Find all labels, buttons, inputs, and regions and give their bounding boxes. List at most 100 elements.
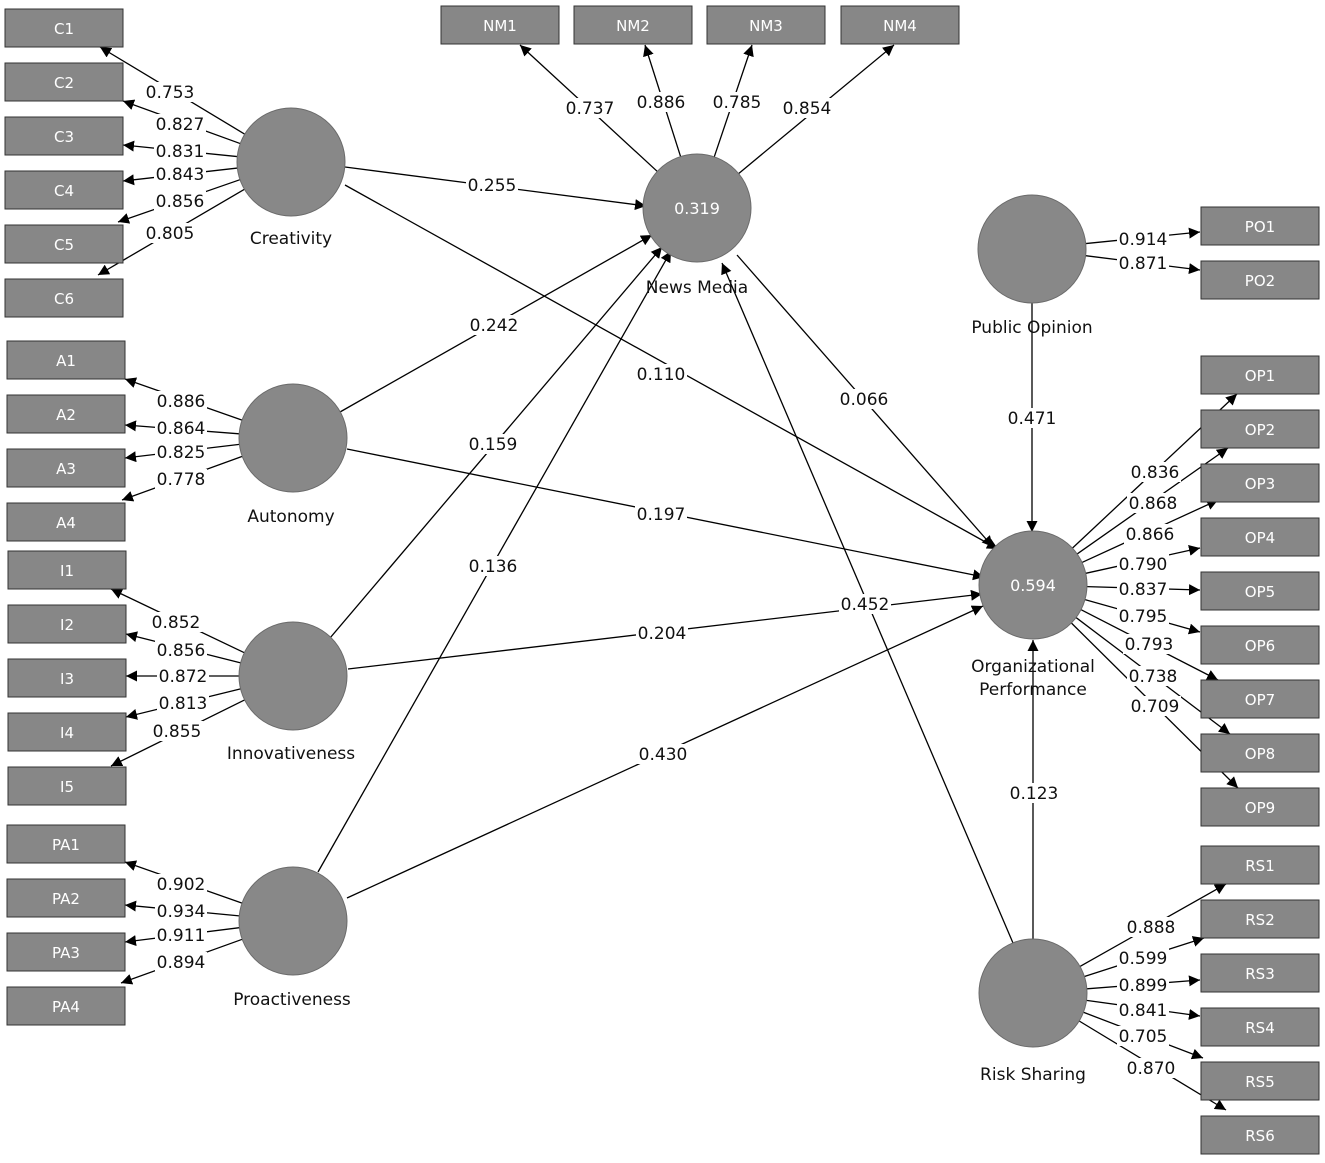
indicator-box-pa1[interactable] (6, 824, 126, 864)
path-coef-autonomy-to-org_performance-bg (635, 504, 687, 524)
construct-name-org-performance-line1: Organizational (971, 657, 1095, 677)
indicator-label-pa2: PA2 (52, 890, 80, 908)
indicator-label-i2: I2 (60, 616, 74, 634)
indicator-label-op5: OP5 (1245, 583, 1275, 601)
indicator-box-op3[interactable] (1200, 463, 1320, 503)
indicator-box-pa4[interactable] (6, 986, 126, 1026)
indicator-box-nm2[interactable] (573, 5, 693, 45)
indicator-box-i4[interactable] (7, 712, 127, 752)
loading-value-c5-bg (154, 191, 206, 211)
indicator-box-op5[interactable] (1200, 571, 1320, 611)
indicator-label-op7: OP7 (1245, 691, 1275, 709)
indicator-box-a1[interactable] (6, 340, 126, 380)
construct-name-proactiveness: Proactiveness (233, 990, 351, 1010)
indicator-box-c6[interactable] (4, 278, 124, 318)
path-coef-innovativeness-to-news_media: 0.159 (469, 435, 518, 455)
indicator-box-op6[interactable] (1200, 625, 1320, 665)
indicator-label-pa3: PA3 (52, 944, 80, 962)
construct-proactiveness[interactable] (238, 866, 348, 976)
loading-value-c6: 0.805 (146, 224, 195, 244)
loading-value-op2-bg (1127, 493, 1179, 513)
indicator-box-op9[interactable] (1200, 787, 1320, 827)
indicator-box-a4[interactable] (6, 502, 126, 542)
loading-value-op1: 0.836 (1131, 463, 1180, 483)
indicator-box-op7[interactable] (1200, 679, 1320, 719)
loading-value-pa3-bg (155, 925, 207, 945)
indicator-box-rs4[interactable] (1200, 1007, 1320, 1047)
path-coef-creativity-to-org_performance-bg (635, 364, 687, 384)
construct-news-media[interactable] (642, 153, 752, 263)
indicator-box-i3[interactable] (7, 658, 127, 698)
loading-value-c2-bg (154, 114, 206, 134)
indicator-label-a1: A1 (56, 352, 76, 370)
loading-value-rs4: 0.841 (1119, 1001, 1168, 1021)
loading-value-i4: 0.813 (159, 694, 208, 714)
construct-innovativeness[interactable] (238, 621, 348, 731)
loading-value-rs4-bg (1117, 1000, 1169, 1020)
r-squared-news-media: 0.319 (674, 199, 720, 218)
indicator-box-rs2[interactable] (1200, 899, 1320, 939)
loading-value-op9: 0.709 (1131, 697, 1180, 717)
loading-value-nm1-bg (564, 98, 616, 118)
indicator-label-po2: PO2 (1245, 272, 1275, 290)
construct-creativity[interactable] (236, 107, 346, 217)
indicator-box-rs1[interactable] (1200, 845, 1320, 885)
indicator-label-op8: OP8 (1245, 745, 1275, 763)
path-coef-risk_sharing-to-news_media: 0.452 (841, 595, 890, 615)
construct-autonomy[interactable] (238, 383, 348, 493)
path-coef-risk_sharing-to-news_media-bg (839, 594, 891, 614)
indicator-box-op2[interactable] (1200, 409, 1320, 449)
loading-value-nm3-bg (711, 92, 763, 112)
loading-value-op2: 0.868 (1129, 494, 1178, 514)
indicator-box-a3[interactable] (6, 448, 126, 488)
indicator-box-po2[interactable] (1200, 260, 1320, 300)
loading-value-po1: 0.914 (1119, 230, 1168, 250)
indicator-box-pa3[interactable] (6, 932, 126, 972)
indicator-box-rs3[interactable] (1200, 953, 1320, 993)
construct-public-opinion[interactable] (977, 194, 1087, 304)
loading-value-pa4-bg (155, 952, 207, 972)
construct-name-news-media: News Media (646, 278, 748, 298)
loading-value-i5: 0.855 (153, 722, 202, 742)
indicator-box-c2[interactable] (4, 62, 124, 102)
indicator-box-a2[interactable] (6, 394, 126, 434)
indicator-box-po1[interactable] (1200, 206, 1320, 246)
indicator-box-rs6[interactable] (1200, 1115, 1320, 1155)
indicator-box-op4[interactable] (1200, 517, 1320, 557)
path-coef-autonomy-to-news_media: 0.242 (470, 316, 519, 336)
loading-value-i1-bg (150, 612, 202, 632)
loading-value-c3: 0.831 (156, 142, 205, 162)
indicator-box-rs5[interactable] (1200, 1061, 1320, 1101)
path-coef-news_media-to-org_performance-bg (838, 389, 890, 409)
loading-value-a3-bg (155, 442, 207, 462)
indicator-box-op1[interactable] (1200, 355, 1320, 395)
loading-value-op5-bg (1117, 579, 1169, 599)
loading-value-rs2: 0.599 (1119, 949, 1168, 969)
indicator-label-nm2: NM2 (616, 17, 650, 35)
indicator-box-pa2[interactable] (6, 878, 126, 918)
loading-value-i4-bg (157, 693, 209, 713)
indicator-box-c3[interactable] (4, 116, 124, 156)
indicator-box-nm4[interactable] (840, 5, 960, 45)
loading-value-a4: 0.778 (157, 470, 206, 490)
indicator-box-c1[interactable] (4, 8, 124, 48)
construct-org-performance[interactable] (978, 530, 1088, 640)
indicator-label-i3: I3 (60, 670, 74, 688)
construct-risk-sharing[interactable] (978, 938, 1088, 1048)
indicator-box-op8[interactable] (1200, 733, 1320, 773)
loading-value-i2-bg (155, 640, 207, 660)
indicator-box-c5[interactable] (4, 224, 124, 264)
indicator-label-a2: A2 (56, 406, 76, 424)
path-coef-public_opinion-to-org_performance-bg (1006, 408, 1058, 428)
loading-value-pa1: 0.902 (157, 875, 206, 895)
loading-value-po1-bg (1117, 229, 1169, 249)
indicator-box-c4[interactable] (4, 170, 124, 210)
loading-value-op7: 0.793 (1125, 635, 1174, 655)
indicator-box-nm1[interactable] (440, 5, 560, 45)
indicator-box-i5[interactable] (7, 766, 127, 806)
loading-value-po2: 0.871 (1119, 254, 1168, 274)
loading-value-op3-bg (1124, 524, 1176, 544)
indicator-box-nm3[interactable] (706, 5, 826, 45)
indicator-box-i1[interactable] (7, 550, 127, 590)
indicator-box-i2[interactable] (7, 604, 127, 644)
